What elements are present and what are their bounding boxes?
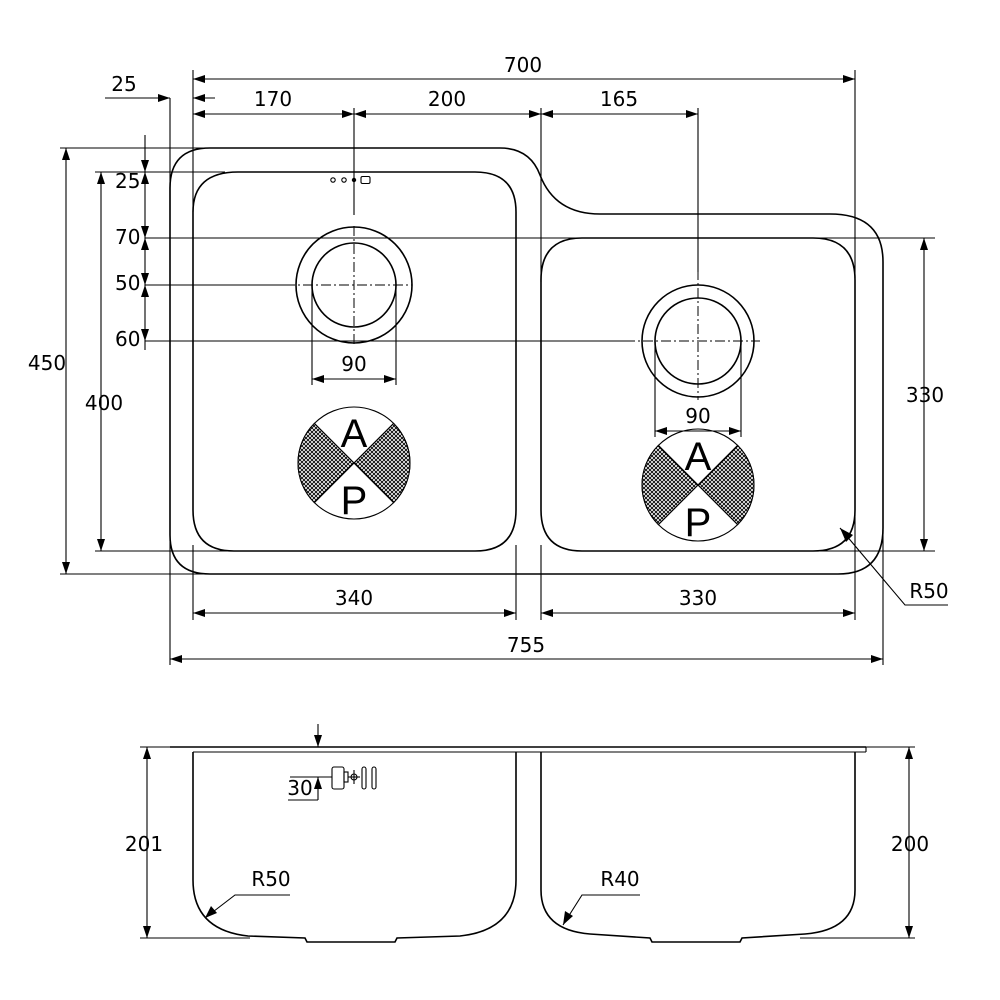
dim-right-bottom-radius: R40 xyxy=(600,867,639,891)
dim-left-bowl-width: 340 xyxy=(335,586,373,610)
dim-left-drain-offset: 170 xyxy=(254,87,292,111)
section-left-bowl xyxy=(192,752,517,943)
section-dimension-labels: 30 201 200 R50 R40 xyxy=(125,776,929,891)
dim-drain-center-offset: 50 xyxy=(115,271,140,295)
dim-overall-depth: 450 xyxy=(28,351,66,375)
dim-right-bowl-width: 330 xyxy=(679,586,717,610)
dim-overall-width-top: 700 xyxy=(504,53,542,77)
dim-left-offset: 25 xyxy=(111,72,136,96)
left-bowl-outline xyxy=(192,171,517,552)
dimension-lines xyxy=(65,78,948,660)
right-badge-letter-a: A xyxy=(685,435,712,479)
dim-overflow-height: 30 xyxy=(287,776,312,800)
extension-lines xyxy=(60,70,935,665)
dim-left-drain-diameter: 90 xyxy=(341,352,366,376)
right-badge-letter-p: P xyxy=(685,501,712,545)
left-drain xyxy=(285,226,413,345)
dim-drain-y-offset: 70 xyxy=(115,225,140,249)
plan-dimension-labels: 700 25 170 200 165 25 70 50 60 450 400 3… xyxy=(28,53,949,657)
section-arrows xyxy=(143,735,913,938)
right-drain xyxy=(625,270,760,400)
left-badge-letter-a: A xyxy=(341,412,368,456)
dimension-arrows xyxy=(62,75,928,663)
dim-right-drain-offset: 165 xyxy=(600,87,638,111)
left-badge-letter-p: P xyxy=(341,479,368,523)
dim-left-bottom-radius: R50 xyxy=(251,867,290,891)
dim-left-bowl-depth: 400 xyxy=(85,391,123,415)
dim-corner-radius: R50 xyxy=(909,579,948,603)
dim-drain-bottom-offset: 60 xyxy=(115,327,140,351)
section-view: 30 201 200 R50 R40 xyxy=(125,724,929,943)
section-right-bowl xyxy=(540,752,856,943)
dim-left-bowl-height: 201 xyxy=(125,832,163,856)
tap-holes xyxy=(330,175,371,185)
dim-right-drain-diameter: 90 xyxy=(685,404,710,428)
overflow-slots xyxy=(331,766,377,790)
dim-overall-width-bottom: 755 xyxy=(507,633,545,657)
left-ap-badge: A P xyxy=(297,406,411,523)
section-extension-lines xyxy=(140,746,915,939)
dim-top-inset: 25 xyxy=(115,169,140,193)
section-dimension-lines xyxy=(146,724,910,938)
right-bowl-outline xyxy=(540,237,856,552)
sink-outer-outline xyxy=(169,147,884,575)
plan-view: A P A P xyxy=(28,53,949,665)
right-ap-badge: A P xyxy=(641,428,755,545)
dim-right-bowl-depth: 330 xyxy=(906,383,944,407)
dim-right-bowl-height: 200 xyxy=(891,832,929,856)
dim-drain-spacing: 200 xyxy=(428,87,466,111)
